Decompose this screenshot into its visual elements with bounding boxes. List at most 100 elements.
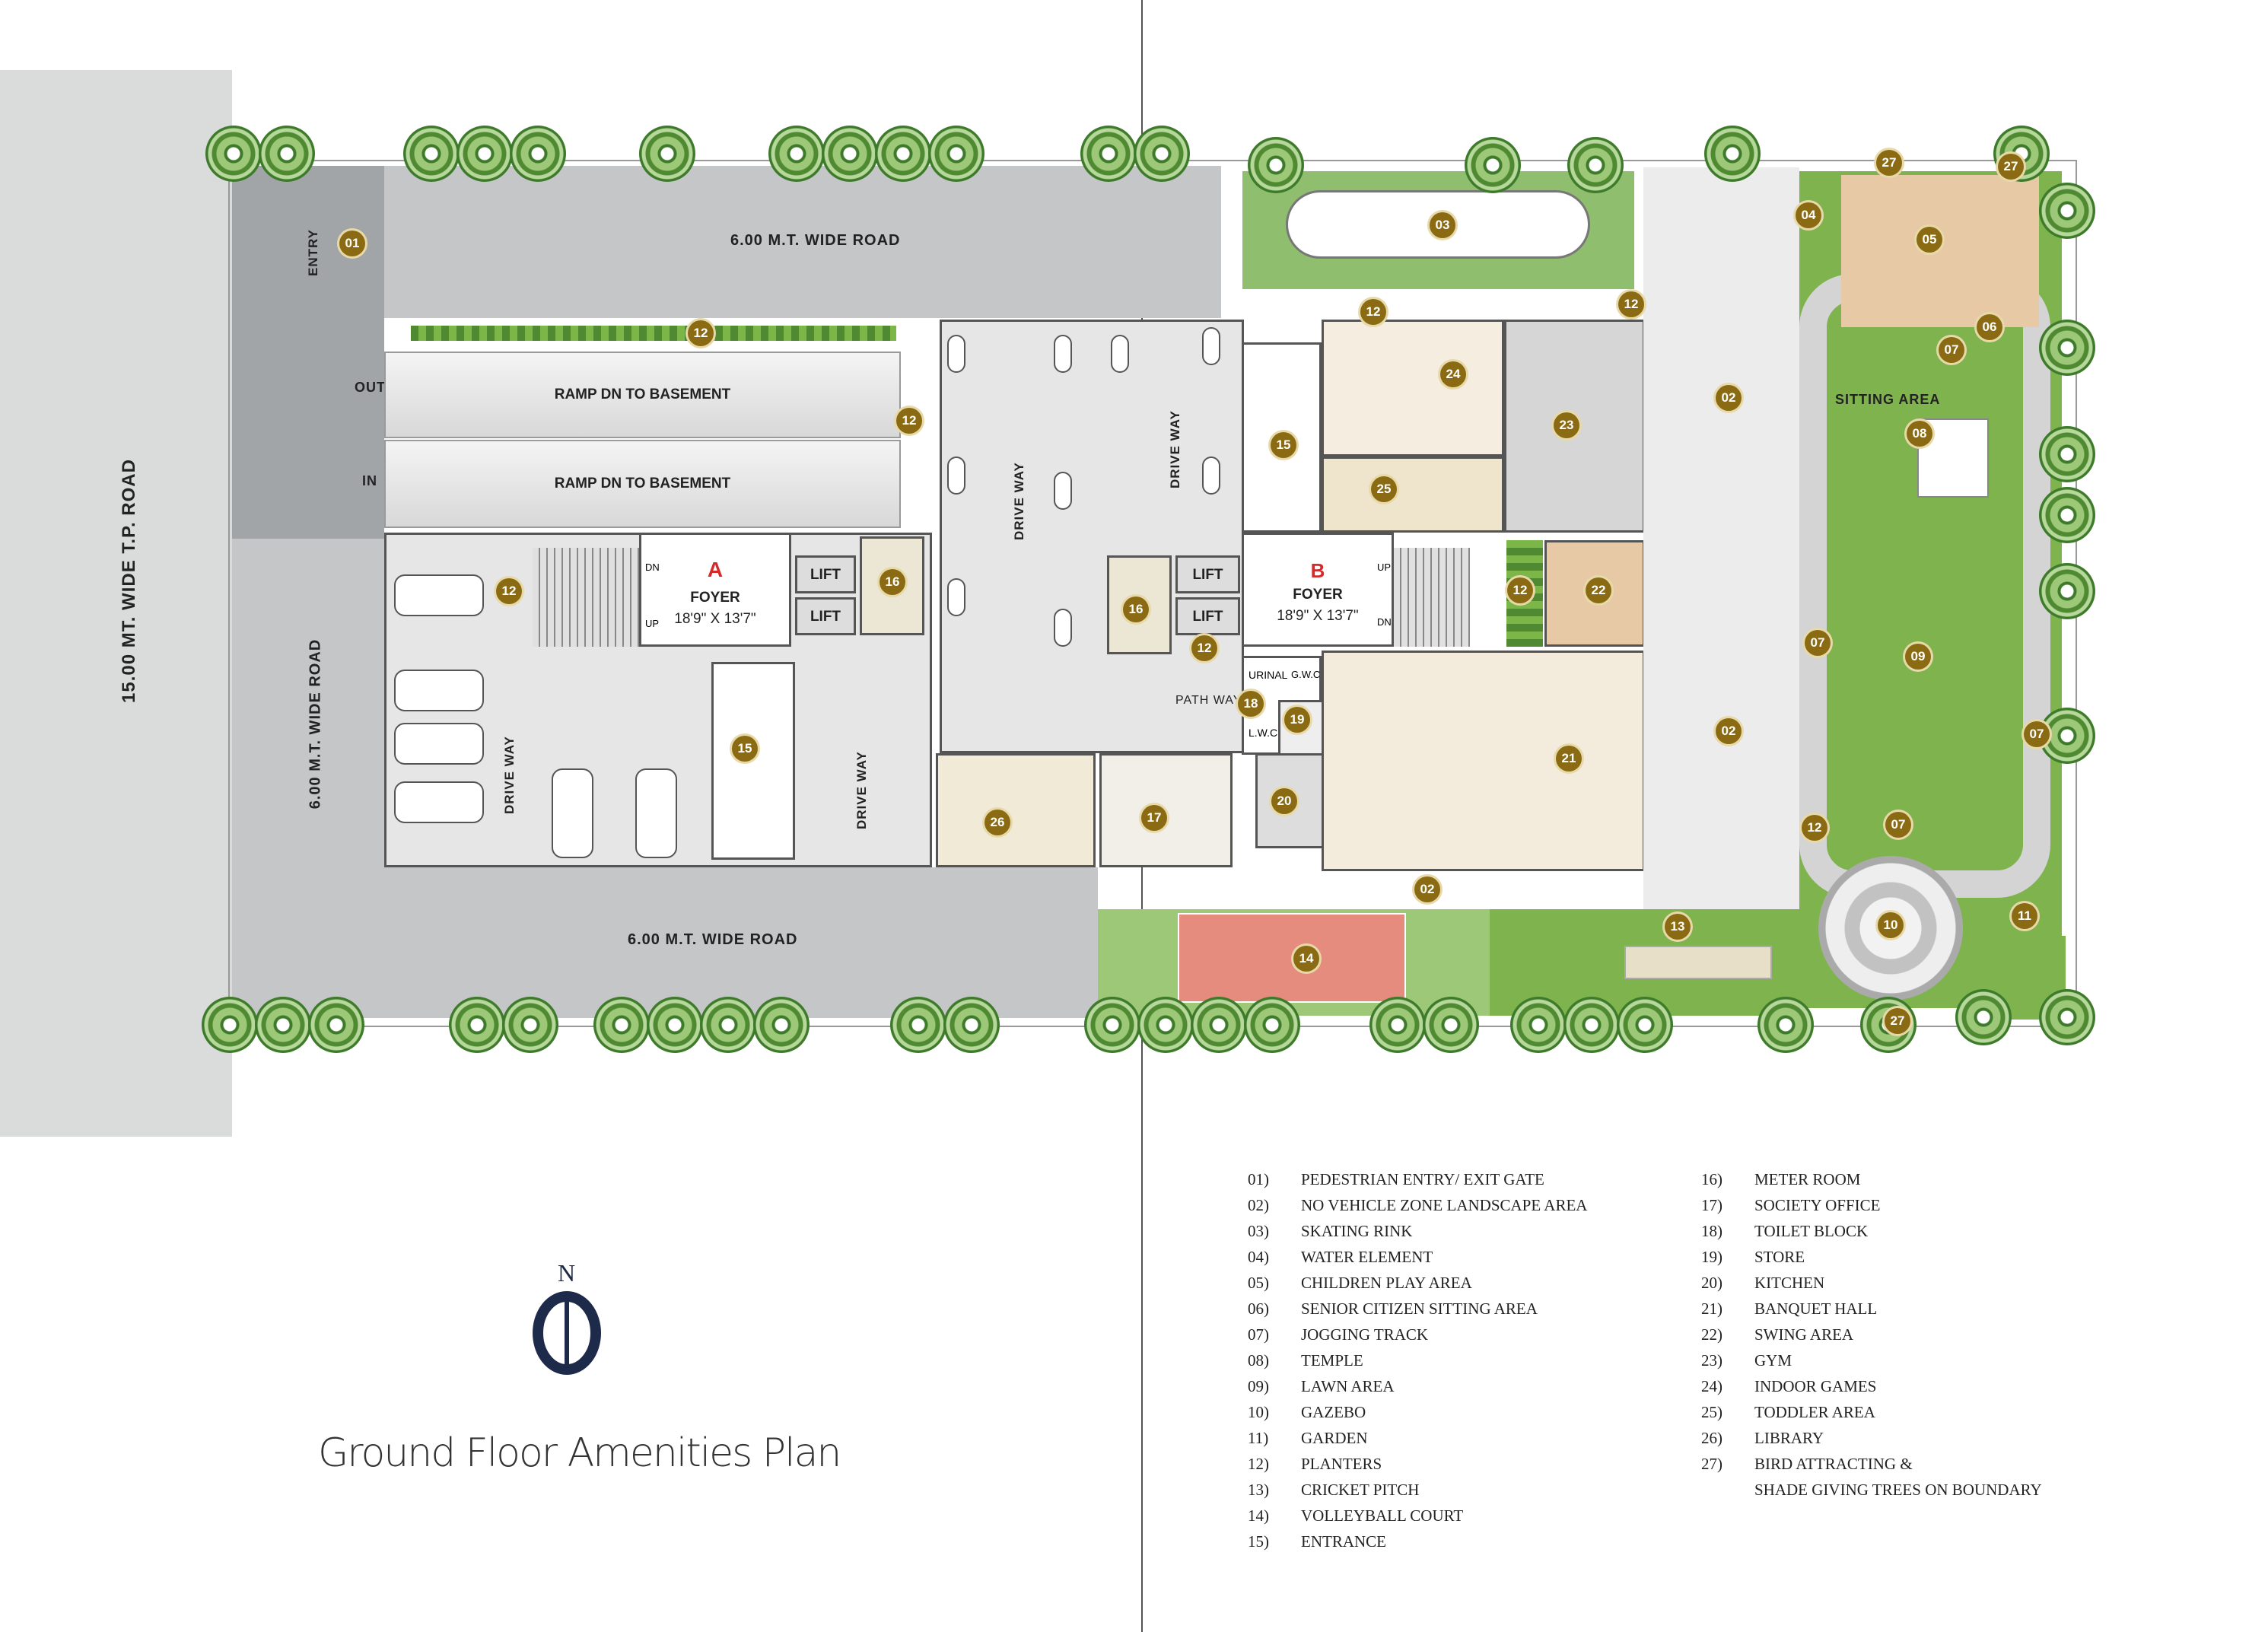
- in-label: IN: [362, 473, 377, 488]
- tower-a-stairs: [533, 548, 639, 647]
- badge-13: 13: [1665, 914, 1691, 940]
- legend-label: SENIOR CITIZEN SITTING AREA: [1301, 1300, 1538, 1318]
- legend-label: LIBRARY: [1754, 1429, 1824, 1447]
- tree-icon: [259, 126, 315, 182]
- cricket-pitch: [1624, 946, 1772, 979]
- legend-item: 27)BIRD ATTRACTING &: [1701, 1451, 2042, 1477]
- tree-icon: [1080, 126, 1137, 182]
- legend-label: CRICKET PITCH: [1301, 1481, 1420, 1499]
- legend-number: 08): [1248, 1351, 1269, 1370]
- legend-label: PLANTERS: [1301, 1455, 1382, 1473]
- tower-b-letter: B: [1310, 559, 1325, 582]
- legend-number: 24): [1701, 1377, 1722, 1395]
- legend-label: WATER ELEMENT: [1301, 1248, 1433, 1266]
- bike-slot: [1111, 335, 1129, 373]
- badge-23: 23: [1554, 412, 1579, 438]
- legend-label: NO VEHICLE ZONE LANDSCAPE AREA: [1301, 1196, 1588, 1214]
- tree-icon: [1617, 997, 1673, 1053]
- lift-label: LIFT: [810, 609, 841, 625]
- bike-slot: [947, 457, 965, 495]
- legend-number: [1701, 1477, 1754, 1503]
- parked-car: [394, 781, 484, 823]
- lift-b1: LIFT: [1175, 555, 1240, 593]
- lwc-label: L.W.C: [1249, 727, 1278, 739]
- tp-road-label: 15.00 MT. WIDE T.P. ROAD: [119, 459, 139, 703]
- badge-12: 12: [1618, 291, 1644, 317]
- tp-road: [0, 70, 232, 1137]
- out-label: OUT: [355, 380, 386, 395]
- tree-icon: [593, 997, 650, 1053]
- bike-slot: [947, 578, 965, 616]
- legend-number: 21): [1701, 1300, 1722, 1318]
- ramp-in-label: RAMP DN TO BASEMENT: [554, 476, 731, 492]
- tower-a-letter: A: [707, 558, 724, 581]
- badge-03: 03: [1430, 212, 1455, 238]
- tower-b-foyer: B FOYER 18'9" X 13'7": [1242, 533, 1394, 647]
- badge-05: 05: [1917, 227, 1942, 253]
- tree-icon: [639, 126, 695, 182]
- tree-icon: [822, 126, 878, 182]
- tree-icon: [1423, 997, 1479, 1053]
- parked-car: [394, 670, 484, 711]
- tree-icon: [2039, 426, 2095, 482]
- tower-a-up: UP: [645, 618, 660, 629]
- legend-label: TOILET BLOCK: [1754, 1222, 1869, 1240]
- legend-number: 27): [1701, 1455, 1722, 1473]
- tree-icon: [255, 997, 311, 1053]
- lift-label: LIFT: [1192, 609, 1223, 625]
- legend-item: 23)GYM: [1701, 1347, 2042, 1373]
- legend-label: GARDEN: [1301, 1429, 1368, 1447]
- badge-07: 07: [1939, 337, 1964, 363]
- children-play-area: [1841, 175, 2039, 327]
- legend-item: 09)LAWN AREA: [1248, 1373, 1587, 1399]
- ramp-out: RAMP DN TO BASEMENT: [384, 352, 901, 438]
- lift-label: LIFT: [810, 567, 841, 583]
- legend-number: 15): [1248, 1532, 1269, 1551]
- legend-item: 10)GAZEBO: [1248, 1399, 1587, 1425]
- tower-b-size: 18'9" X 13'7": [1277, 608, 1359, 624]
- legend-label: SWING AREA: [1754, 1325, 1854, 1344]
- legend-number: 16): [1701, 1170, 1722, 1188]
- bike-slot: [1054, 472, 1072, 510]
- badge-12: 12: [688, 320, 714, 346]
- badge-14: 14: [1293, 946, 1319, 972]
- badge-16: 16: [880, 569, 905, 595]
- tree-icon: [928, 126, 984, 182]
- tree-icon: [510, 126, 566, 182]
- tree-icon: [700, 997, 756, 1053]
- tree-icon: [647, 997, 703, 1053]
- badge-02: 02: [1716, 718, 1742, 744]
- tree-icon: [1704, 126, 1761, 182]
- north-arrow-icon: [533, 1291, 601, 1375]
- legend-item: 18)TOILET BLOCK: [1701, 1218, 2042, 1244]
- tower-a-foyer-label: FOYER: [690, 590, 740, 606]
- legend-item: 08)TEMPLE: [1248, 1347, 1587, 1373]
- tree-icon: [205, 126, 262, 182]
- badge-20: 20: [1271, 788, 1297, 814]
- legend-item: 20)KITCHEN: [1701, 1270, 2042, 1296]
- legend-label: INDOOR GAMES: [1754, 1377, 1877, 1395]
- badge-09: 09: [1905, 644, 1931, 670]
- legend-item: 02)NO VEHICLE ZONE LANDSCAPE AREA: [1248, 1192, 1587, 1218]
- legend-label: CHILDREN PLAY AREA: [1301, 1274, 1472, 1292]
- legend-label: SOCIETY OFFICE: [1754, 1196, 1881, 1214]
- urinal-label: URINAL: [1249, 669, 1288, 681]
- bike-slot: [1054, 335, 1072, 373]
- tree-icon: [2039, 989, 2095, 1045]
- entry-zone: [232, 166, 384, 539]
- tree-icon: [308, 997, 364, 1053]
- legend-number: 20): [1701, 1274, 1722, 1292]
- legend-number: 17): [1701, 1196, 1722, 1214]
- legend-label: GAZEBO: [1301, 1403, 1366, 1421]
- tree-icon: [1244, 997, 1300, 1053]
- legend-item: 21)BANQUET HALL: [1701, 1296, 2042, 1322]
- legend-item: 07)JOGGING TRACK: [1248, 1322, 1587, 1347]
- badge-12: 12: [1802, 815, 1827, 841]
- bike-slot: [1202, 457, 1220, 495]
- legend-label: GYM: [1754, 1351, 1792, 1370]
- lift-label: LIFT: [1192, 567, 1223, 583]
- ramp-out-label: RAMP DN TO BASEMENT: [554, 387, 731, 402]
- legend-item: 05)CHILDREN PLAY AREA: [1248, 1270, 1587, 1296]
- tree-icon: [1465, 137, 1521, 193]
